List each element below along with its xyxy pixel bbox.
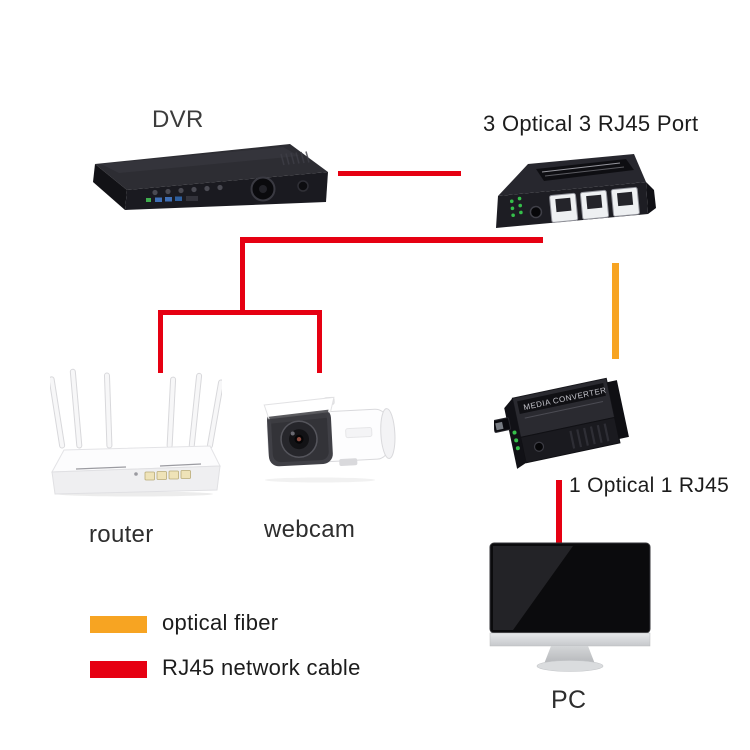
converter3-front-detail [509, 186, 640, 223]
webcam-body [263, 396, 396, 467]
webcam-bottom-tab [339, 458, 358, 467]
pc-screen-reflection [493, 546, 573, 630]
cable-branch-horizontal [158, 310, 322, 315]
pc-base [536, 660, 604, 672]
cable-trunk-vertical [240, 237, 245, 315]
converter3-rj45-ports [549, 186, 640, 223]
router-reset-button [134, 472, 138, 476]
legend-fiber-label: optical fiber [162, 610, 279, 635]
legend-fiber-swatch [90, 616, 147, 633]
converter1-right-face [607, 380, 629, 439]
webcam-shadow [265, 477, 375, 483]
cable-converter1-to-pc [556, 480, 562, 543]
webcam-label: webcam [264, 516, 356, 543]
router-lan-ports [144, 470, 191, 481]
converter1-status-leds [512, 430, 520, 451]
cable-to-webcam [317, 310, 322, 373]
dvr-left-face [93, 164, 127, 210]
webcam-visor-shadow [268, 409, 329, 424]
converter1-device-image: MEDIA CONVERTER [494, 377, 629, 469]
pc-label: PC [551, 686, 587, 714]
webcam-side-label [345, 426, 373, 439]
dvr-front-buttons [152, 184, 223, 196]
converter3-power-jack [529, 205, 543, 219]
converter1-power-jack [533, 441, 545, 452]
fiber-converter3-to-converter1 [612, 263, 619, 359]
legend-rj45-label: RJ45 network cable [162, 655, 361, 680]
cable-to-router [158, 310, 163, 373]
dvr-device-image [93, 144, 328, 210]
converter1-vent-grille [569, 423, 610, 449]
dvr-label: DVR [152, 106, 204, 133]
router-slot-left [75, 466, 127, 470]
router-antennas [50, 368, 222, 449]
dvr-front-leds [146, 196, 198, 202]
converter1-chassis: MEDIA CONVERTER [494, 377, 629, 469]
converter3-device-image [496, 154, 656, 228]
webcam-lens-glint [290, 431, 295, 436]
dvr-power-knob [297, 180, 309, 192]
dvr-vent-grille [280, 151, 310, 166]
converter3-status-leds [509, 196, 523, 218]
converter3-right-edge [646, 182, 656, 214]
pc-chin [489, 632, 651, 647]
webcam-device-image [263, 396, 396, 483]
router-device-image [50, 368, 222, 497]
legend-rj45-swatch [90, 661, 147, 678]
router-label: router [89, 521, 154, 548]
converter3-label: 3 Optical 3 RJ45 Port [483, 111, 699, 136]
webcam-lens-center [296, 437, 302, 442]
dvr-jog-dial-center [259, 185, 267, 193]
cable-converter3-trunk-horizontal [240, 237, 543, 243]
pc-stand [544, 646, 595, 664]
pc-device-image [489, 542, 651, 672]
webcam-rear-cap [380, 408, 396, 460]
converter1-top-label-band [517, 383, 606, 415]
router-slot-right [159, 463, 202, 467]
webcam-sun-visor [263, 396, 335, 420]
dvr-top-sheen [101, 147, 299, 173]
dvr-chassis [93, 144, 328, 210]
converter1-label: 1 Optical 1 RJ45 [569, 474, 730, 497]
converter1-fiber-ferrule [495, 421, 504, 431]
cable-dvr-to-converter3 [338, 171, 461, 176]
